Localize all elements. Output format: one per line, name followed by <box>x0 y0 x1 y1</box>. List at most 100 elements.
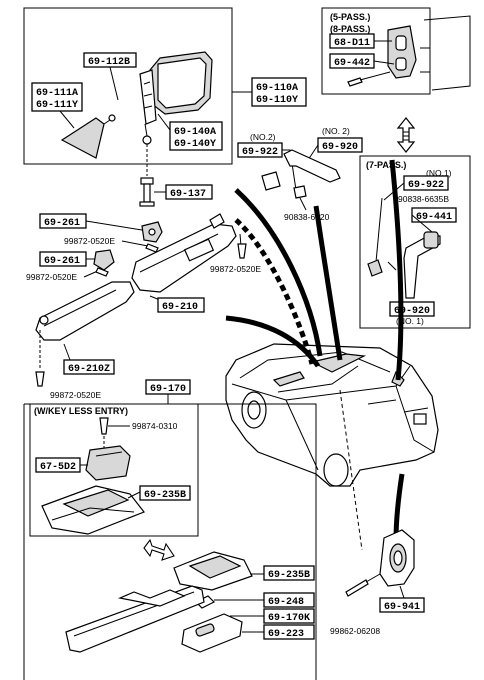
screw-icon <box>145 243 159 253</box>
svg-text:69-111A: 69-111A <box>36 88 78 99</box>
screw-label-8: 99862-06208 <box>330 626 380 636</box>
visor-holder-lower <box>93 249 115 271</box>
keyless-entry-header: (W/KEY LESS ENTRY) <box>34 406 128 416</box>
screw-icon <box>237 243 247 259</box>
swap-arrow-icon <box>143 538 175 561</box>
label-69-941: 69-941 <box>379 597 425 613</box>
bracket-drawing <box>139 177 155 207</box>
label-69-235b-lower: 69-235B <box>263 565 315 581</box>
room-lamp-lower-drawing <box>173 551 253 591</box>
svg-text:69-140A: 69-140A <box>174 127 216 138</box>
svg-text:69-441: 69-441 <box>416 212 452 223</box>
screw-icon <box>108 114 116 122</box>
exterior-mirror-drawing <box>139 51 213 125</box>
pointer-line <box>234 218 315 365</box>
svg-text:69-170: 69-170 <box>150 384 186 395</box>
screw-label-3: 99872-0520E <box>210 264 261 274</box>
pointer-line <box>225 315 321 368</box>
assist-grip-no2-drawing <box>261 149 341 199</box>
label-67-5d2: 67-5D2 <box>35 457 81 473</box>
label-69-111a-111y: 69-111A 69-111Y <box>31 82 83 112</box>
header-8-pass: (8-PASS.) <box>330 24 370 34</box>
label-69-112b: 69-112B <box>83 52 137 68</box>
svg-text:69-235B: 69-235B <box>144 490 186 501</box>
label-69-223: 69-223 <box>263 624 315 640</box>
screw-icon <box>347 77 363 87</box>
label-69-261-lower: 69-261 <box>39 251 87 267</box>
label-68-d11: 68-D11 <box>329 33 375 49</box>
svg-text:69-920: 69-920 <box>394 306 430 317</box>
label-69-137: 69-137 <box>165 184 213 200</box>
grip-5-8-pass-frame <box>321 7 431 95</box>
label-69-920-7pass: 69-920 <box>389 301 435 317</box>
no2-label-a: (NO.2) <box>250 132 276 142</box>
svg-text:69-210Z: 69-210Z <box>68 364 110 375</box>
no1-label-b: (NO. 1) <box>396 316 424 326</box>
screw-label-1: 99872-0520E <box>64 236 115 246</box>
svg-text:69-112B: 69-112B <box>88 57 130 68</box>
visor-holder-upper <box>141 221 163 243</box>
keyless-receiver-drawing <box>85 445 131 481</box>
header-5-pass: (5-PASS.) <box>330 12 370 22</box>
svg-text:69-442: 69-442 <box>334 58 370 69</box>
svg-text:69-261: 69-261 <box>44 218 80 229</box>
svg-text:69-140Y: 69-140Y <box>174 139 216 150</box>
mirror-cover-drawing <box>60 117 105 159</box>
sun-visor-right-drawing <box>131 213 237 293</box>
label-69-922-7pass: 69-922 <box>403 175 449 191</box>
coat-hook-drawing <box>379 529 415 587</box>
screw-label-6: 90838-6635B <box>398 194 449 204</box>
svg-text:69-137: 69-137 <box>170 189 206 200</box>
sun-visor-left-drawing <box>35 281 135 341</box>
pointer-line <box>313 205 343 361</box>
keyless-entry-frame <box>29 403 199 537</box>
svg-text:69-110Y: 69-110Y <box>256 95 298 106</box>
label-69-140a-140y: 69-140A 69-140Y <box>169 121 223 151</box>
svg-text:69-922: 69-922 <box>242 147 278 158</box>
svg-text:68-D11: 68-D11 <box>334 38 370 49</box>
label-69-442: 69-442 <box>329 53 375 69</box>
screw-label-4: 99872-0520E <box>50 390 101 400</box>
grip-cover-drawing <box>387 15 471 91</box>
pointer-line <box>339 389 363 551</box>
label-69-210: 69-210 <box>157 297 205 313</box>
svg-text:69-922: 69-922 <box>408 180 444 191</box>
label-69-235b-upper: 69-235B <box>139 485 191 501</box>
screw-label-2: 99872-0520E <box>26 272 77 282</box>
label-69-922-no2: 69-922 <box>237 142 283 158</box>
label-69-920-no2: 69-920 <box>317 137 363 153</box>
grip-7-pass-frame <box>359 155 471 329</box>
label-69-170: 69-170 <box>145 379 191 395</box>
label-69-110a-110y: 69-110A 69-110Y <box>251 77 307 107</box>
svg-text:69-941: 69-941 <box>384 602 420 613</box>
lamp-lens-drawing <box>181 613 243 653</box>
svg-text:69-248: 69-248 <box>268 597 304 608</box>
vehicle-drawing <box>225 343 439 487</box>
svg-text:69-235B: 69-235B <box>268 570 310 581</box>
bulb-drawing <box>194 595 216 609</box>
screw-label-7: 99874-0310 <box>132 421 178 431</box>
pointer-line <box>389 159 404 381</box>
svg-text:69-210: 69-210 <box>162 302 198 313</box>
swap-arrow-icon <box>396 117 416 153</box>
svg-text:69-261: 69-261 <box>44 256 80 267</box>
svg-text:69-920: 69-920 <box>322 142 358 153</box>
svg-text:69-110A: 69-110A <box>256 83 298 94</box>
screw-icon <box>95 267 109 277</box>
header-7-pass: (7-PASS.) <box>366 160 406 170</box>
screw-icon <box>99 417 109 435</box>
rearview-mirror-drawing <box>65 585 205 653</box>
no1-label-a: (NO.1) <box>426 168 452 178</box>
mirror-group-frame <box>23 7 233 165</box>
label-69-210z: 69-210Z <box>63 359 115 375</box>
label-69-170k: 69-170K <box>263 608 315 624</box>
svg-text:69-223: 69-223 <box>268 629 304 640</box>
label-69-261-upper: 69-261 <box>39 213 87 229</box>
no2-label-b: (NO. 2) <box>322 126 350 136</box>
svg-text:69-170K: 69-170K <box>268 613 310 624</box>
grommet-icon <box>142 135 152 145</box>
screw-label-5: 90838-6620 <box>284 212 330 222</box>
svg-text:69-111Y: 69-111Y <box>36 100 78 111</box>
screw-icon <box>345 573 381 597</box>
